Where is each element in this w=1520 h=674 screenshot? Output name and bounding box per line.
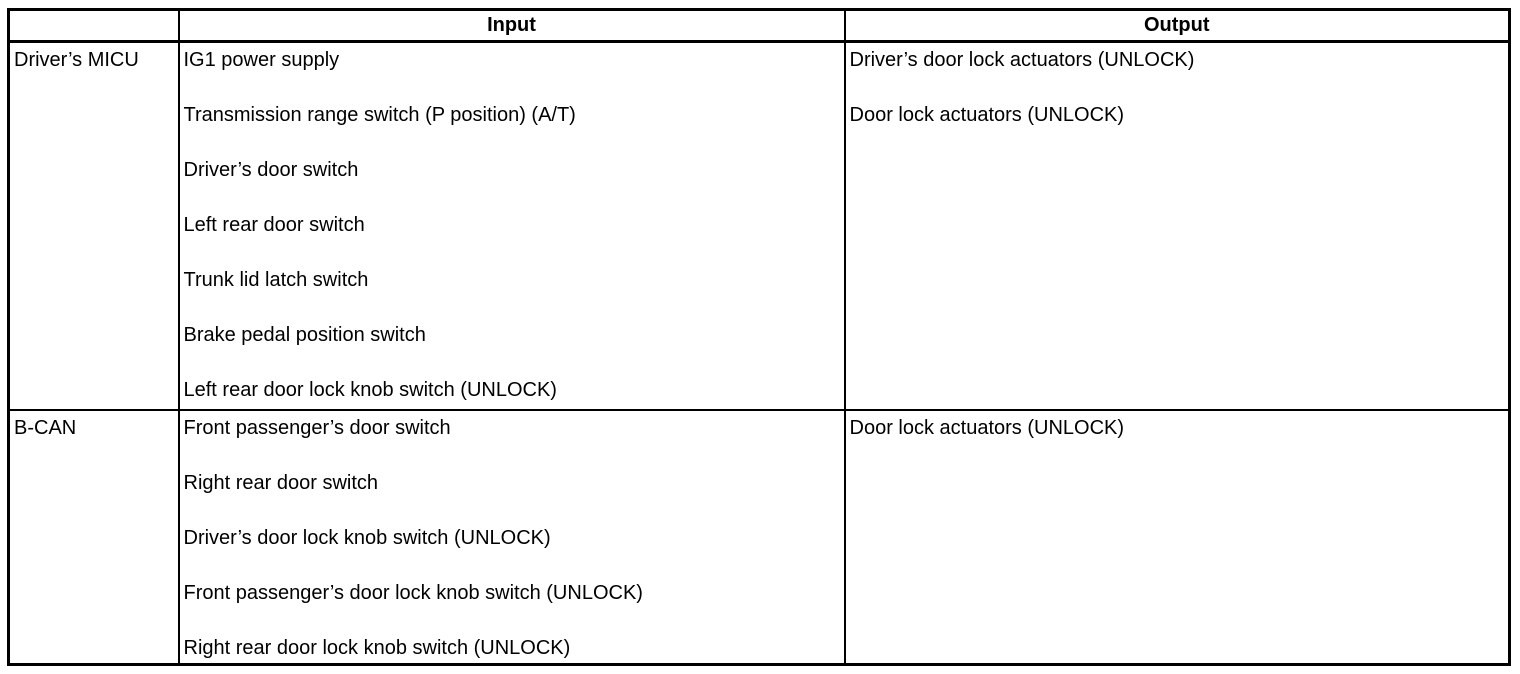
input-item: IG1 power supply bbox=[183, 49, 340, 71]
output-column-header: Output bbox=[843, 8, 1511, 43]
output-item: Door lock actuators (UNLOCK) bbox=[849, 416, 1125, 439]
source-cell: B-CAN bbox=[7, 408, 180, 666]
input-cell: Front passenger’s door switch Right rear… bbox=[177, 408, 846, 666]
input-item: Transmission range switch (P position) (… bbox=[183, 104, 576, 126]
output-item: Door lock actuators (UNLOCK) bbox=[849, 104, 1125, 126]
input-output-table: Input Output Driver’s MICU IG1 power sup… bbox=[7, 8, 1511, 666]
input-item: Right rear door switch bbox=[183, 471, 379, 494]
input-item: Brake pedal position switch bbox=[183, 324, 426, 346]
input-item: Driver’s door lock knob switch (UNLOCK) bbox=[183, 526, 551, 549]
input-item: Front passenger’s door switch bbox=[183, 416, 451, 439]
source-column-header bbox=[7, 8, 180, 43]
output-cell: Driver’s door lock actuators (UNLOCK) Do… bbox=[843, 40, 1511, 411]
input-item: Right rear door lock knob switch (UNLOCK… bbox=[183, 636, 571, 659]
output-item: Driver’s door lock actuators (UNLOCK) bbox=[849, 49, 1195, 71]
input-column-header: Input bbox=[177, 8, 846, 43]
input-cell: IG1 power supply Transmission range swit… bbox=[177, 40, 846, 411]
table-row-b-can: B-CAN Front passenger’s door switch Righ… bbox=[7, 408, 1511, 666]
output-cell: Door lock actuators (UNLOCK) bbox=[843, 408, 1511, 666]
input-item: Trunk lid latch switch bbox=[183, 269, 369, 291]
source-cell: Driver’s MICU bbox=[7, 40, 180, 411]
input-item: Driver’s door switch bbox=[183, 159, 359, 181]
header-row: Input Output bbox=[7, 8, 1511, 43]
table-row-drivers-micu: Driver’s MICU IG1 power supply Transmiss… bbox=[7, 40, 1511, 411]
input-item: Front passenger’s door lock knob switch … bbox=[183, 581, 643, 604]
input-item: Left rear door switch bbox=[183, 214, 365, 236]
input-item: Left rear door lock knob switch (UNLOCK) bbox=[183, 379, 557, 401]
